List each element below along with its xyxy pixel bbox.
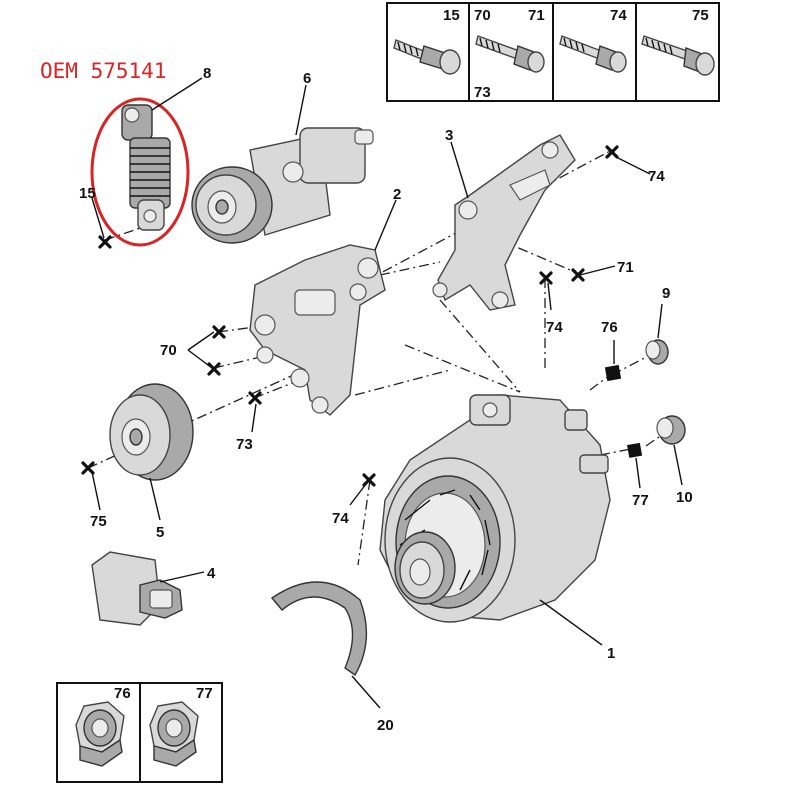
fastener-markers (81, 145, 619, 487)
nut-box-label-77: 77 (196, 685, 213, 702)
part-76-nut-marker (604, 364, 622, 382)
label-part-6: 6 (303, 70, 311, 87)
nut-77 (149, 701, 199, 767)
oem-reference-label: OEM 575141 (40, 59, 166, 83)
label-part-74-top: 74 (648, 168, 665, 185)
leader-lines (91, 77, 683, 709)
bolt-box-label-74: 74 (610, 7, 627, 24)
label-part-77: 77 (632, 492, 649, 509)
bolt-box-label-73: 73 (474, 84, 491, 101)
bolt-75 (641, 35, 715, 76)
label-part-9: 9 (662, 285, 670, 302)
label-part-76: 76 (601, 319, 618, 336)
label-part-71: 71 (617, 259, 634, 276)
part-8-tensioner-damper (121, 104, 171, 231)
nut-76 (75, 701, 125, 767)
part-20-shield (270, 581, 368, 677)
label-part-10: 10 (676, 489, 693, 506)
oem-highlight-circle (90, 97, 190, 247)
bolt-15 (393, 39, 461, 75)
label-part-15: 15 (79, 185, 96, 202)
nut-box-label-76: 76 (114, 685, 131, 702)
part-6-tensioner-pulley (191, 127, 374, 244)
label-part-20: 20 (377, 717, 394, 734)
bolt-box-label-70: 70 (474, 7, 491, 24)
part-5-idler-pulley (109, 383, 194, 481)
part-4-connector (91, 551, 183, 626)
label-part-75: 75 (90, 513, 107, 530)
bolt-reference-box: 15 70 71 74 75 73 (386, 2, 720, 102)
part-2-main-bracket (249, 244, 386, 416)
part-9-cap (645, 339, 669, 365)
label-part-2: 2 (393, 186, 401, 203)
label-part-5: 5 (156, 524, 164, 541)
label-part-74-low: 74 (332, 510, 349, 527)
part-10-cap (656, 415, 686, 445)
bolt-box-label-71: 71 (528, 7, 545, 24)
label-part-70: 70 (160, 342, 177, 359)
bolt-box-label-75: 75 (692, 7, 709, 24)
part-77-nut-marker (627, 442, 643, 458)
label-part-4: 4 (207, 565, 216, 582)
bolt-box-label-15: 15 (443, 7, 460, 24)
label-part-8: 8 (203, 65, 211, 82)
part-1-alternator (379, 394, 611, 623)
label-part-74-mid: 74 (546, 319, 563, 336)
bolt-70 (475, 35, 545, 73)
part-3-upper-bracket (432, 134, 576, 311)
label-part-1: 1 (607, 645, 615, 662)
label-part-3: 3 (445, 127, 453, 144)
label-part-73: 73 (236, 436, 253, 453)
nut-reference-box: 76 77 (56, 682, 223, 783)
bolt-74 (559, 35, 627, 73)
